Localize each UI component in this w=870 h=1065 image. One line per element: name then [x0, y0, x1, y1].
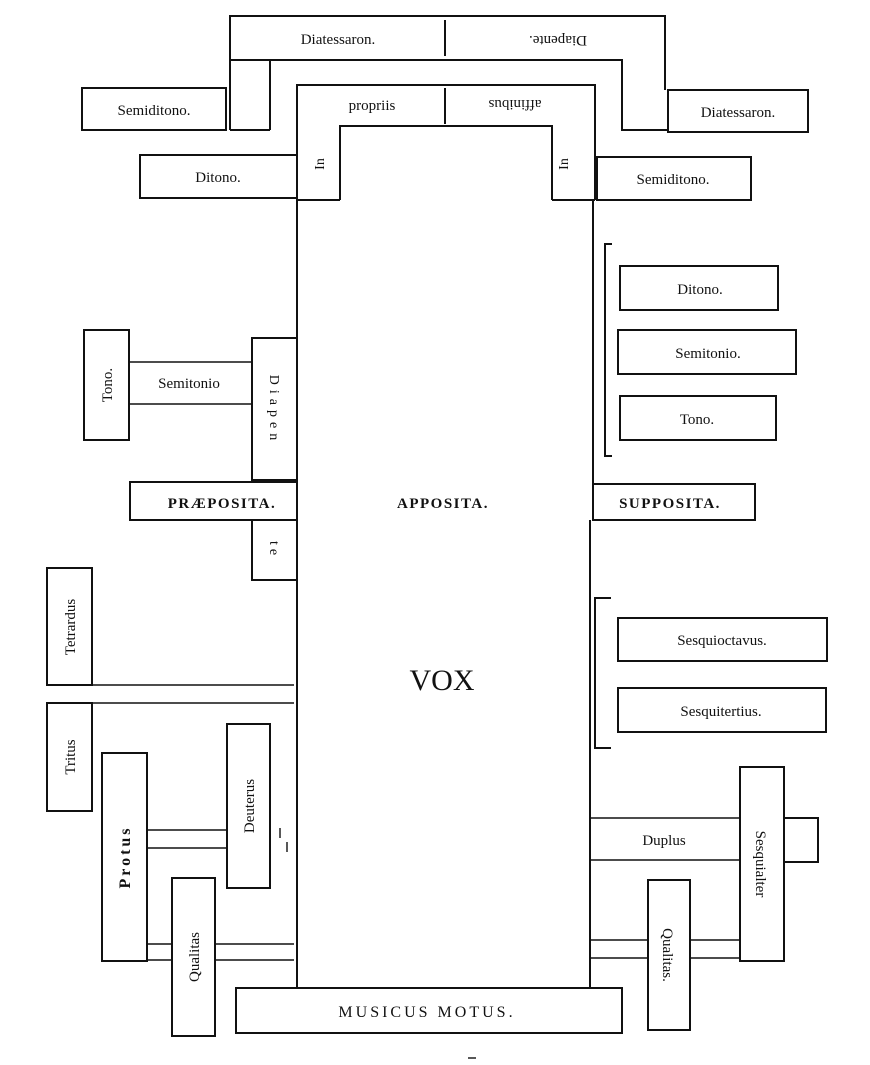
semiditono-box-left: Semiditono. [81, 87, 227, 131]
tono-box-left: Tono. [83, 329, 130, 441]
tono-label-left: Tono. [100, 368, 116, 402]
semiditono-label-left: Semiditono. [118, 103, 191, 119]
te-box-left: te [251, 519, 298, 581]
tetrardus-label: Tetrardus [63, 599, 79, 656]
tono-box-right: Tono. [619, 395, 777, 441]
protus-label: Protus [117, 825, 134, 888]
qualitas-box-left: Qualitas [171, 877, 216, 1037]
sesquitertius-box: Sesquitertius. [617, 687, 827, 733]
diapente-box-left: Diapen [251, 337, 298, 481]
musicus-motus-label: MUSICUS MOTUS. [338, 1004, 515, 1021]
ditono-box-right: Ditono. [619, 265, 779, 311]
protus-box: Protus [101, 752, 148, 962]
tritus-box: Tritus [46, 702, 93, 812]
affinibus-label: affinibus [488, 96, 541, 112]
propriis-label: propriis [349, 98, 396, 114]
middle-arch [230, 59, 668, 131]
inner-arch [296, 84, 596, 201]
in-label-right: In [557, 158, 572, 170]
praeposita-label: PRÆPOSITA. [168, 496, 276, 512]
semiditono-label-right: Semiditono. [637, 172, 710, 188]
duplus-label: Duplus [642, 833, 686, 849]
sesquialter-box: Sesquialter [739, 766, 785, 962]
ditono-box-left: Ditono. [139, 154, 298, 199]
ditono-label-right: Ditono. [677, 282, 722, 298]
sesquitertius-label: Sesquitertius. [680, 704, 761, 720]
sesquialter-label: Sesquialter [752, 831, 768, 898]
tritus-label: Tritus [63, 739, 79, 774]
apposita-label: APPOSITA. [397, 496, 489, 512]
te-label: te [266, 541, 281, 559]
diapen-label: Diapen [266, 375, 281, 445]
in-label-left: In [313, 158, 328, 170]
qualitas-box-right: Qualitas. [647, 879, 691, 1031]
semitonio-label-left: Semitonio [158, 376, 220, 392]
diatessaron-label-top-left: Diatessaron. [301, 32, 376, 48]
diatessaron-label-right: Diatessaron. [701, 105, 776, 121]
musicus-motus-box: MUSICUS MOTUS. [235, 987, 623, 1034]
diapente-label: Diapente. [529, 32, 587, 48]
qualitas-label-left: Qualitas [187, 932, 203, 982]
central-column [296, 200, 594, 988]
sesquioctavus-box: Sesquioctavus. [617, 617, 828, 662]
tono-label-right: Tono. [680, 412, 714, 428]
outer-arch [229, 15, 666, 130]
sesquioctavus-label: Sesquioctavus. [677, 633, 767, 649]
supposita-box: SUPPOSITA. [592, 483, 756, 521]
semitonio-box-right: Semitonio. [617, 329, 797, 375]
tetrardus-box: Tetrardus [46, 567, 93, 686]
deuterus-label: Deuterus [242, 779, 258, 833]
qualitas-label-right: Qualitas. [659, 928, 675, 982]
semiditono-box-right: Semiditono. [596, 156, 752, 201]
praeposita-box: PRÆPOSITA. [129, 481, 298, 521]
deuterus-box: Deuterus [226, 723, 271, 889]
diatessaron-box-right: Diatessaron. [667, 89, 809, 133]
vox-title: VOX [410, 664, 475, 697]
ditono-label-left: Ditono. [195, 170, 240, 186]
semitonio-label-right: Semitonio. [675, 346, 740, 362]
supposita-label: SUPPOSITA. [619, 496, 721, 512]
